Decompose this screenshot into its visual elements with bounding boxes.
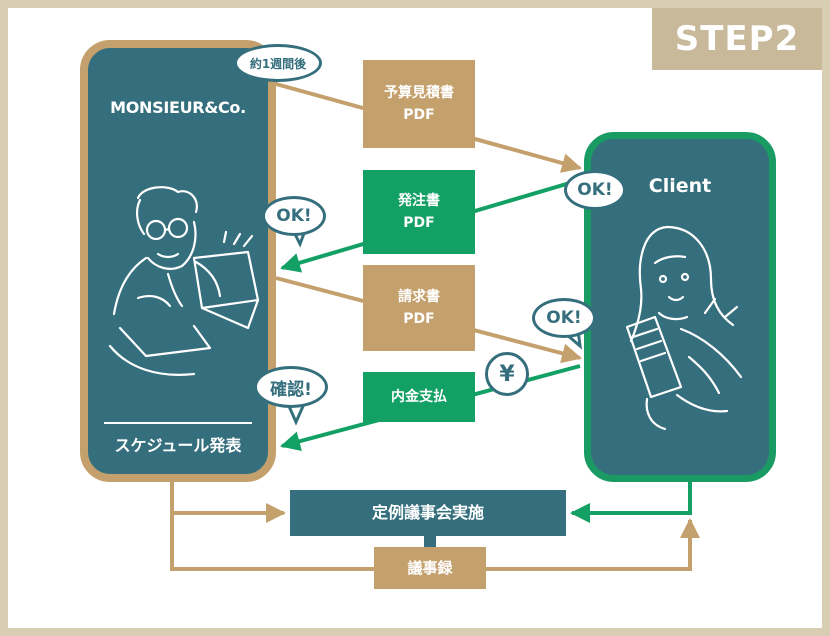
- ok-left-text: OK!: [276, 206, 312, 226]
- monsieur-panel: MONSIEUR&Co. スケジュール発表: [80, 40, 276, 482]
- confirm-bubble: 確認!: [254, 366, 328, 408]
- left-to-meeting-arrow: [170, 482, 286, 523]
- step-badge: STEP2: [652, 8, 822, 70]
- estimate-pdf-box: 予算見積書 PDF: [363, 60, 475, 148]
- payment-label: 内金支払: [391, 389, 447, 405]
- ok-client-top-bubble: OK!: [564, 170, 626, 210]
- invoice-format: PDF: [403, 311, 435, 327]
- ok-left-bubble: OK!: [262, 196, 326, 236]
- monsieur-title: MONSIEUR&Co.: [110, 98, 246, 117]
- woman-reading-illustration: [625, 225, 743, 431]
- estimate-format: PDF: [403, 107, 435, 123]
- invoice-label: 請求書: [398, 289, 440, 305]
- order-format: PDF: [403, 215, 435, 231]
- order-pdf-box: 発注書 PDF: [363, 170, 475, 254]
- yen-icon: ¥: [485, 352, 529, 396]
- yen-symbol: ¥: [499, 361, 515, 387]
- panel-divider: [104, 422, 252, 424]
- meeting-label: 定例議事会実施: [371, 503, 484, 522]
- week-later-bubble: 約1週間後: [234, 44, 322, 82]
- ok-client-mid-text: OK!: [546, 308, 582, 328]
- ok-client-top-text: OK!: [577, 180, 613, 200]
- order-label: 発注書: [398, 193, 440, 209]
- meeting-box: 定例議事会実施: [290, 490, 566, 536]
- estimate-label: 予算見積書: [384, 85, 454, 101]
- minutes-right-arrow: [486, 518, 700, 571]
- minutes-box: 議事録: [374, 547, 486, 589]
- ok-client-mid-bubble: OK!: [532, 298, 596, 338]
- minutes-left-line: [170, 513, 374, 571]
- client-to-meeting-arrow: [570, 482, 692, 523]
- man-with-laptop-illustration: [108, 186, 260, 376]
- confirm-text: 確認!: [270, 379, 312, 400]
- week-later-text: 約1週間後: [249, 56, 307, 71]
- payment-box: 内金支払: [363, 372, 475, 422]
- schedule-announcement-label: スケジュール発表: [114, 436, 242, 455]
- minutes-label: 議事録: [407, 559, 453, 577]
- invoice-pdf-box: 請求書 PDF: [363, 265, 475, 351]
- client-title: Client: [648, 175, 712, 197]
